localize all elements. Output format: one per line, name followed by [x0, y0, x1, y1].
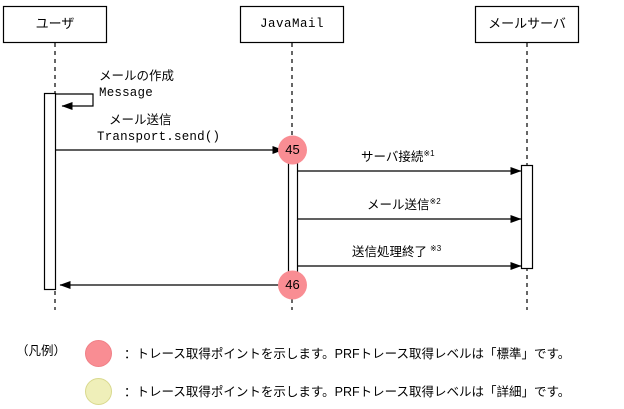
trace-point-label-45: 45 — [285, 142, 300, 157]
legend-dot-standard-icon — [85, 340, 112, 367]
lifeline-box-javamail — [239, 5, 345, 44]
activation-bar-mailserver — [520, 164, 534, 270]
lifeline-box-user — [2, 5, 108, 44]
legend-row-detail: ：トレース取得ポイントを示します。PRFトレース取得レベルは「詳細」です。 — [85, 378, 570, 405]
footnote-marker-2: ※2 — [429, 196, 441, 206]
lifeline-label-mailserver: メールサーバ — [488, 16, 566, 31]
activation-bar-user — [43, 92, 57, 291]
message-arrow-create-mail — [56, 93, 94, 110]
legend-text-detail: ：トレース取得ポイントを示します。PRFトレース取得レベルは「詳細」です。 — [124, 384, 571, 399]
message-label-mail-transmit: メール送信※2 — [367, 196, 441, 212]
message-label-create-mail-ja: メールの作成 — [99, 69, 175, 83]
legend-text-standard: ：トレース取得ポイントを示します。PRFトレース取得レベルは「標準」です。 — [124, 346, 571, 361]
message-label-send-complete: 送信処理終了※3 — [352, 243, 442, 259]
legend-dot-detail-icon — [85, 378, 112, 405]
message-label-send-mail-ja: メール送信 — [109, 113, 172, 127]
activation-bar-javamail — [287, 149, 299, 287]
legend-title: （凡例） — [16, 344, 67, 358]
lifeline-label-javamail: JavaMail — [259, 17, 324, 31]
message-label-send-mail-code: Transport.send() — [97, 130, 221, 144]
trace-point-circle-46 — [278, 270, 307, 300]
legend-row-standard: ：トレース取得ポイントを示します。PRFトレース取得レベルは「標準」です。 — [85, 340, 570, 367]
lifeline-label-user: ユーザ — [35, 16, 75, 31]
message-label-create-mail-code: Message — [99, 86, 153, 100]
message-label-send-complete-text: 送信処理終了 — [352, 245, 428, 259]
footnote-marker-1: ※1 — [423, 148, 435, 158]
footnote-marker-3: ※3 — [430, 243, 442, 253]
message-label-server-connect: サーバ接続※1 — [361, 148, 435, 164]
message-label-mail-transmit-text: メール送信 — [367, 198, 430, 212]
trace-point-label-46: 46 — [285, 277, 300, 292]
message-label-server-connect-text: サーバ接続 — [361, 150, 424, 164]
lifeline-box-mailserver — [474, 5, 580, 44]
trace-point-circle-45 — [278, 135, 307, 165]
